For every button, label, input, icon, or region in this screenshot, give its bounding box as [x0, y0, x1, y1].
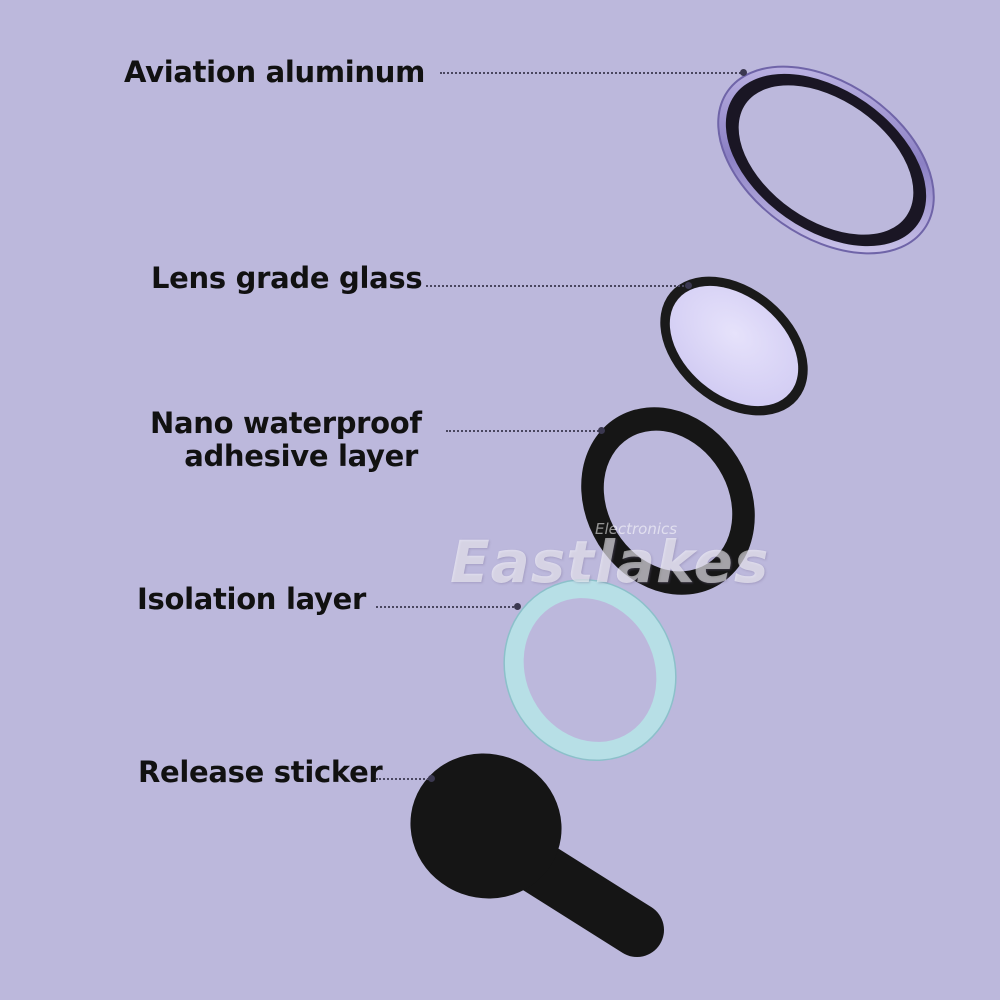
adhesive-ring — [581, 407, 755, 595]
label-adhesive-line-2: adhesive layer — [184, 439, 418, 473]
leader-aviation — [440, 72, 744, 74]
label-lens-grade-glass: Lens grade glass — [151, 261, 423, 295]
label-release-sticker: Release sticker — [138, 755, 383, 789]
dot-glass — [685, 282, 692, 289]
label-nano-waterproof-adhesive: Nano waterproof adhesive layer — [150, 406, 422, 473]
dot-release — [428, 775, 435, 782]
leader-adhesive — [446, 430, 602, 432]
dot-aviation — [740, 69, 747, 76]
watermark-subtitle: Electronics — [595, 520, 678, 538]
dot-isolation — [514, 603, 521, 610]
leader-release — [376, 778, 432, 780]
label-adhesive-line-1: Nano waterproof — [150, 406, 422, 440]
lens-glass-disc — [660, 276, 808, 416]
isolation-ring — [503, 578, 677, 762]
aviation-aluminum-ring — [717, 65, 935, 255]
label-isolation-layer: Isolation layer — [137, 582, 366, 616]
label-aviation-aluminum: Aviation aluminum — [124, 55, 426, 89]
dot-adhesive — [598, 427, 605, 434]
leader-glass — [426, 285, 688, 287]
leader-isolation — [376, 606, 518, 608]
watermark-brand: Eastlakes — [450, 528, 770, 596]
release-sticker — [410, 753, 664, 957]
